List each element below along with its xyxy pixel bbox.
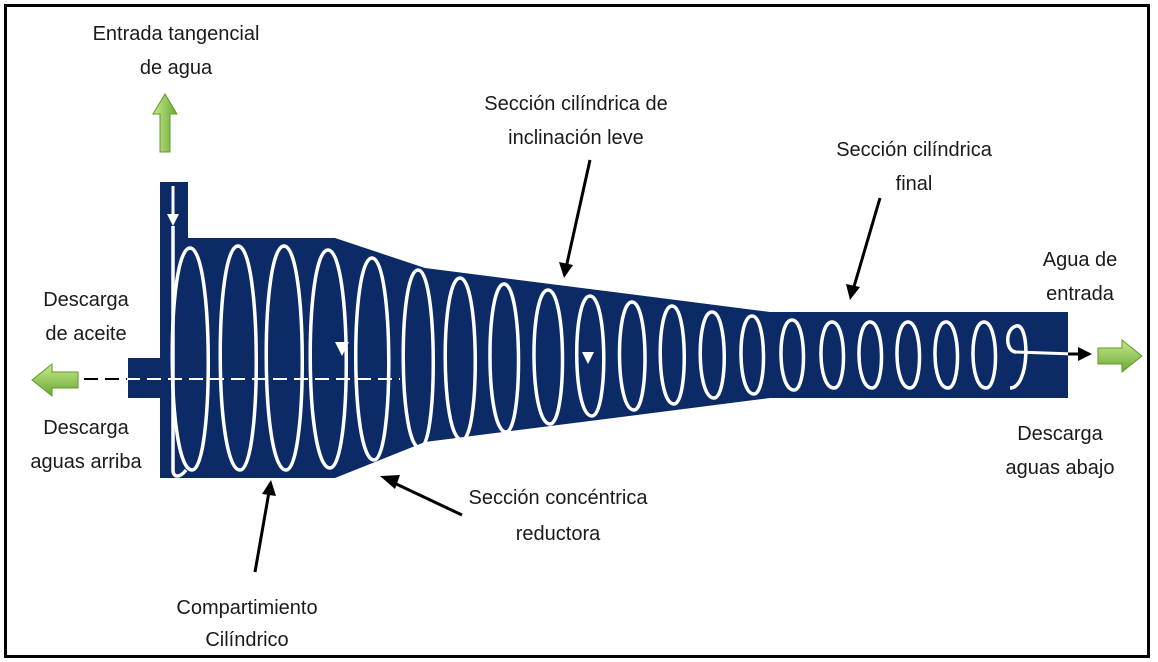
pointer-compartment-head — [262, 480, 276, 496]
hydrocyclone-body — [128, 182, 1068, 478]
downstream-exit-line — [1015, 350, 1075, 356]
pointer-slight-incline-head — [559, 262, 573, 278]
swirl-loop — [443, 276, 477, 442]
pointer-reducer-head — [380, 475, 400, 489]
downstream-exit-arrowhead — [1078, 347, 1092, 361]
water-inlet-arrow-icon — [1097, 338, 1143, 374]
final-section-label-2: final — [896, 173, 933, 195]
upstream-discharge-label-1: Descarga — [43, 417, 129, 439]
swirl-loop — [698, 310, 726, 400]
swirl-loop — [658, 304, 686, 406]
swirl-loop — [933, 320, 960, 390]
tangential-inlet-label-2: de agua — [140, 57, 213, 79]
flow-arrowhead-2 — [582, 352, 594, 364]
swirl-tail-loop — [1006, 324, 1028, 390]
pointer-compartment — [253, 491, 271, 573]
swirl-loop — [819, 320, 846, 390]
swirl-loop — [264, 244, 304, 472]
concentric-reducer-label-2: reductora — [516, 523, 601, 545]
flow-arrowhead-1 — [335, 342, 349, 356]
slight-incline-label-2: inclinación leve — [508, 127, 644, 149]
swirl-loop — [739, 314, 766, 396]
concentric-reducer-label-1: Sección concéntrica — [469, 487, 649, 509]
swirl-loop — [857, 320, 884, 390]
pointer-reducer — [391, 480, 463, 517]
pointer-final-section — [851, 197, 882, 291]
swirl-loop — [401, 268, 435, 450]
cylindrical-compartment-label-2: Cilíndrico — [205, 629, 288, 651]
cylindrical-compartment-label-1: Compartimiento — [176, 597, 317, 619]
slight-incline-label-1: Sección cilíndrica de — [484, 93, 667, 115]
tangential-inlet-label-1: Entrada tangencial — [93, 23, 260, 45]
swirl-loop — [617, 300, 647, 412]
water-inlet-label-2: entrada — [1046, 283, 1115, 305]
downstream-discharge-label-2: aguas abajo — [1006, 457, 1115, 479]
oil-discharge-label-2: de aceite — [45, 323, 126, 345]
swirl-loop — [779, 318, 806, 392]
swirl-loop — [895, 320, 922, 390]
oil-discharge-label-1: Descarga — [43, 289, 129, 311]
swirl-loop — [354, 256, 391, 462]
water-inlet-label-1: Agua de — [1043, 249, 1118, 271]
swirl-loop — [218, 244, 258, 472]
swirl-loop — [575, 294, 606, 418]
final-section-label-1: Sección cilíndrica — [836, 139, 993, 161]
upstream-discharge-label-2: aguas arriba — [30, 451, 142, 473]
swirl-loop — [488, 282, 521, 434]
pointer-slight-incline — [564, 159, 592, 269]
swirl-flow-path — [170, 226, 1028, 478]
inlet-flow-arrowhead — [167, 214, 179, 226]
pointer-final-section-head — [846, 284, 860, 300]
downstream-discharge-label-1: Descarga — [1017, 423, 1103, 445]
tangential-inlet-arrow-icon — [152, 93, 178, 153]
oil-discharge-arrow-icon — [31, 362, 79, 398]
swirl-loop — [308, 248, 348, 470]
swirl-entry-line — [171, 226, 188, 478]
swirl-loop — [971, 320, 998, 390]
swirl-loop — [532, 288, 565, 426]
